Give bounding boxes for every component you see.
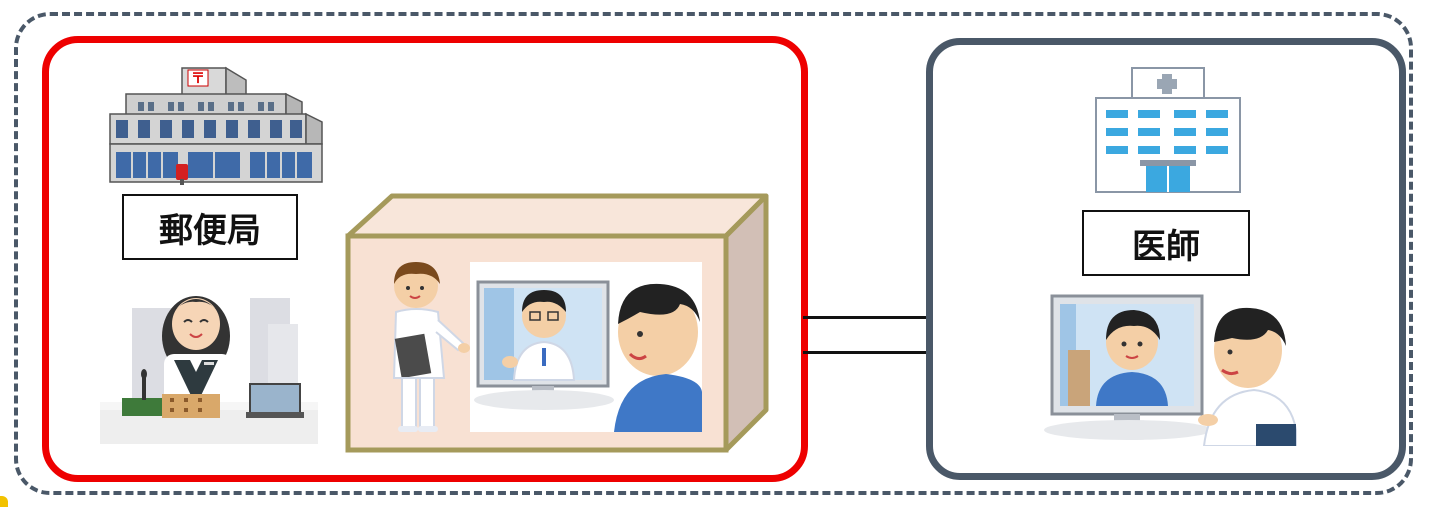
connection-line-bottom xyxy=(803,351,928,354)
svg-text:〒: 〒 xyxy=(191,71,205,87)
video-call-monitor-icon xyxy=(470,262,702,432)
hospital-building-icon xyxy=(1094,66,1242,194)
clerk-at-counter-icon xyxy=(100,278,320,446)
nurse-icon xyxy=(388,262,474,434)
doctor-video-call-icon xyxy=(1044,290,1300,446)
post-office-building-icon: 〒 xyxy=(106,66,326,186)
clinic-label: 医師 xyxy=(1082,210,1250,276)
connection-line-top xyxy=(803,316,928,319)
post-office-label: 郵便局 xyxy=(122,194,298,260)
corner-accent xyxy=(0,496,8,507)
